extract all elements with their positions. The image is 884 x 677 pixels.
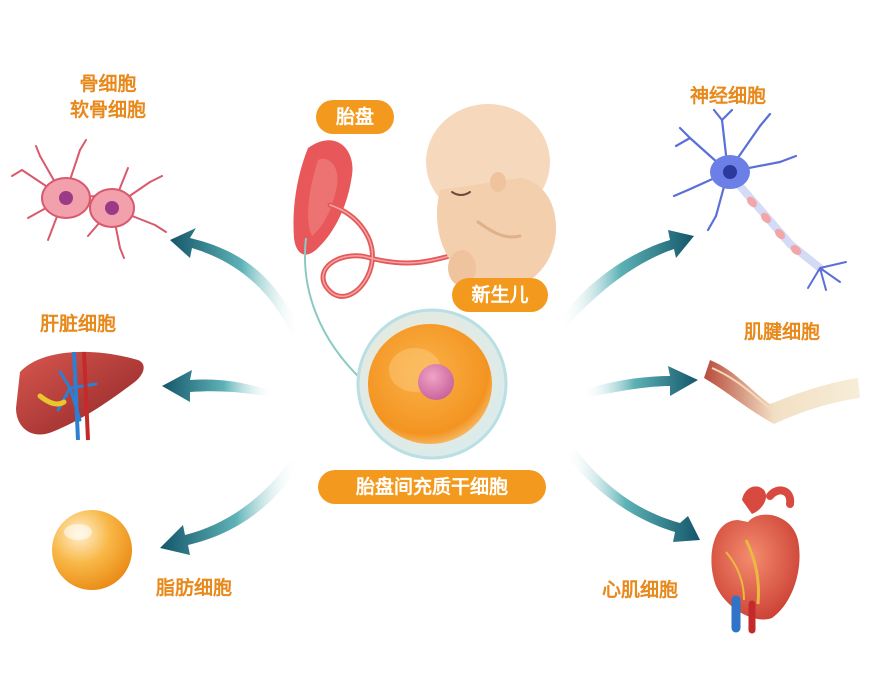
arrow-to-bone-cells [170,228,300,335]
arrow-to-heart-cells [565,448,700,542]
arrow-to-fat-cells [160,458,298,555]
bone-cell-label: 骨细胞 [79,73,137,95]
arrow-to-nerve-cells [560,230,694,325]
newborn-illustration [426,104,557,289]
heart-illustration [711,486,800,634]
nerve-cell-label: 神经细胞 [689,85,766,107]
bone-cell-illustration [11,139,167,259]
liver-illustration [16,351,144,441]
arrow-to-tendon-cells [582,366,698,398]
stem-cell-label: 胎盘间充质干细胞 [318,470,546,504]
placenta-label: 胎盘 [316,100,394,134]
fat-cell-label: 脂肪细胞 [155,577,232,599]
liver-cell-label: 肝脏细胞 [39,313,116,335]
heart-cell-label: 心肌细胞 [601,579,678,601]
tendon-illustration [704,360,860,424]
neuron-illustration [672,108,847,291]
newborn-label: 新生儿 [452,278,548,312]
tendon-cell-label: 肌腱细胞 [743,321,820,343]
stem-cell-illustration [356,308,508,460]
fat-cell-illustration [52,510,132,590]
cartilage-cell-label: 软骨细胞 [69,99,146,121]
arrow-to-liver-cells [162,370,275,402]
placenta-illustration [293,140,473,381]
